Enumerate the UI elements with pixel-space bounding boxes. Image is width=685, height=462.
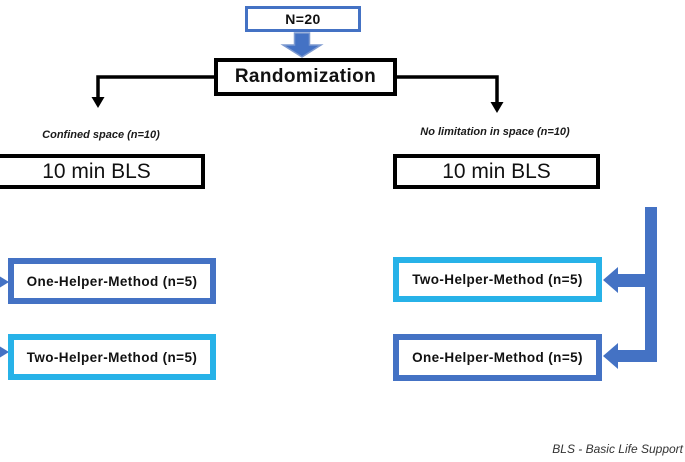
right-two-helper-arrow-icon (603, 267, 652, 293)
down-arrow-icon (280, 32, 324, 58)
total-sample-box: N=20 (245, 6, 361, 32)
right-bls-box: 10 min BLS (393, 154, 600, 189)
left-condition-label: Confined space (n=10) (42, 129, 160, 141)
right-one-helper-arrow-icon (603, 343, 657, 369)
left-branch-arrowhead-icon (91, 97, 105, 108)
left-one-helper-box: One-Helper-Method (n=5) (8, 258, 216, 304)
left-bls-box: 10 min BLS (0, 154, 205, 189)
right-condition-label: No limitation in space (n=10) (420, 126, 570, 138)
right-two-helper-box: Two-Helper-Method (n=5) (393, 257, 602, 302)
right-branch-arrowhead-icon (490, 102, 504, 113)
left-two-helper-box: Two-Helper-Method (n=5) (8, 334, 216, 380)
randomization-box: Randomization (214, 58, 397, 96)
right-one-helper-box: One-Helper-Method (n=5) (393, 334, 602, 381)
right-connector-bar (645, 207, 657, 362)
right-branch-line (396, 75, 499, 103)
abbreviation-footnote: BLS - Basic Life Support (552, 442, 683, 456)
left-branch-line (96, 75, 215, 98)
